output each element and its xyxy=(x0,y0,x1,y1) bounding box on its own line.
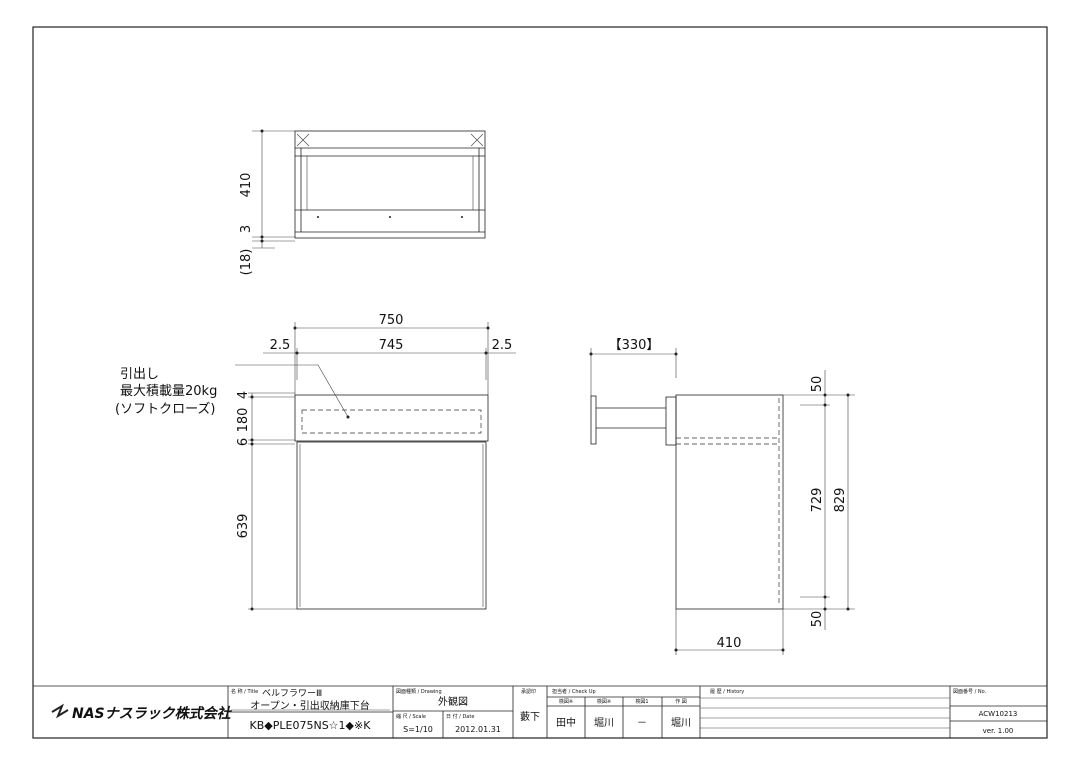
history-label: 履 歴 / History xyxy=(710,689,744,695)
issued-by: 藪下 xyxy=(520,710,540,723)
drawing-no-label: 図面番号 / No. xyxy=(953,688,987,695)
side-top-margin-dim: 50 xyxy=(810,376,825,393)
title-label: 名 称 / Title xyxy=(231,688,258,695)
top-view-outline xyxy=(294,130,486,239)
top-view: 410 3 (18) xyxy=(239,129,486,276)
top-thickness-dim: 3 xyxy=(239,225,254,233)
sheet-border xyxy=(32,26,1048,739)
side-depth-dim: 410 xyxy=(717,636,742,651)
side-cabinet-outline xyxy=(675,394,784,610)
front-gap-bottom-dim: 6 xyxy=(236,438,251,446)
date-value: 2012.01.31 xyxy=(455,725,501,734)
drawing-type-label: 図面種類 / Drawing xyxy=(396,688,442,695)
company-name: NASナスラック株式会社 xyxy=(72,705,233,722)
drawer-note-line2: 最大積載量20kg xyxy=(120,384,217,399)
drawing-type: 外観図 xyxy=(438,695,468,708)
check-name-2: 堀川 xyxy=(594,717,614,729)
issued-label: 承認印 xyxy=(521,688,536,695)
date-label: 日 付 / Date xyxy=(446,713,474,720)
check-col-1: 検図※ xyxy=(559,698,573,705)
side-inner-height-dim: 729 xyxy=(810,488,825,513)
front-side-left-dim: 2.5 xyxy=(270,338,291,353)
top-depth-dim: 410 xyxy=(239,173,254,198)
title-block: NASナスラック株式会社 名 称 / Title ベルフラワーⅢ オープン・引出… xyxy=(33,685,1047,738)
side-view: 【330】 50 729 829 50 410 xyxy=(589,338,855,655)
company-logo: NASナスラック株式会社 xyxy=(51,703,233,722)
front-gap-top-dim: 4 xyxy=(236,391,251,399)
front-lower-height-dim: 639 xyxy=(236,514,251,539)
product-name: オープン・引出収納庫下台 xyxy=(250,699,369,712)
check-col-4: 作 図 xyxy=(675,698,687,705)
scale-value: S=1/10 xyxy=(403,725,433,734)
side-overall-height-dim: 829 xyxy=(833,488,848,513)
side-drawer-travel-dim: 【330】 xyxy=(609,338,660,353)
series-name: ベルフラワーⅢ xyxy=(262,688,322,699)
drawer-note-line3: (ソフトクローズ) xyxy=(115,401,216,417)
version: ver. 1.00 xyxy=(983,727,1014,735)
drawing-number: ACW10213 xyxy=(979,710,1018,718)
check-name-1: 田中 xyxy=(556,716,576,729)
front-drawer-height-dim: 180 xyxy=(236,408,251,433)
check-col-3: 検図1 xyxy=(635,698,648,705)
side-drawer-front-board xyxy=(590,395,597,445)
check-col-2: 検図※ xyxy=(597,698,611,705)
front-drawer-dashed-box xyxy=(301,409,482,434)
front-lower-cabinet xyxy=(296,441,487,610)
check-label: 担当者 / Check Up xyxy=(552,688,596,695)
front-overall-width-dim: 750 xyxy=(379,313,404,328)
front-side-right-dim: 2.5 xyxy=(492,338,513,353)
front-view: 750 745 2.5 2.5 4 180 6 639 引出し 最大積載量20k… xyxy=(115,313,516,611)
check-name-3: － xyxy=(637,718,647,729)
top-offset-dim: (18) xyxy=(239,249,254,276)
drawer-note-line1: 引出し xyxy=(120,367,159,382)
front-inner-width-dim: 745 xyxy=(379,338,404,353)
model-code: KB◆PLE075NS☆1◆※K xyxy=(250,719,372,732)
scale-label: 縮 尺 / Scale xyxy=(396,713,426,720)
side-bottom-margin-dim: 50 xyxy=(810,611,825,628)
front-drawer-panel xyxy=(294,394,489,442)
check-name-4: 堀川 xyxy=(671,717,691,729)
